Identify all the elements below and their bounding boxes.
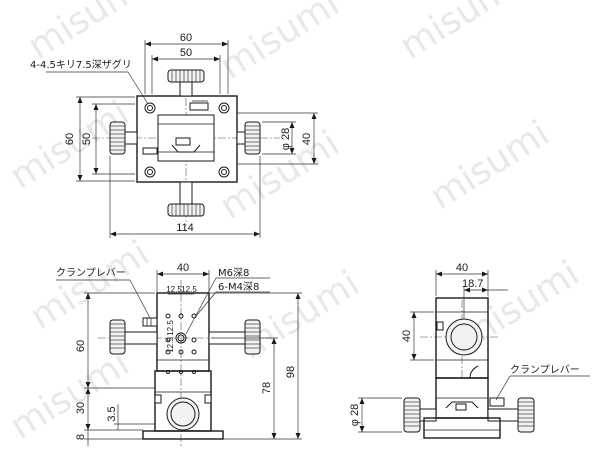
front-dim-3-5: 3.5	[106, 406, 118, 421]
watermark: misumi	[213, 0, 346, 88]
dovetail-guide	[171, 144, 201, 153]
dim-knob-diameter: φ 28	[280, 128, 292, 150]
side-base	[423, 417, 501, 439]
side-clamp-lever	[489, 397, 505, 407]
front-base	[142, 430, 224, 440]
front-dim-78: 78	[261, 382, 273, 394]
front-clamp-label: クランプレバー	[56, 267, 126, 279]
left-clamp-lever	[142, 147, 158, 155]
front-dim-98: 98	[285, 366, 297, 378]
top-knob-shaft	[179, 81, 193, 97]
watermark: misumi	[423, 113, 556, 218]
side-dim-40-top: 40	[456, 262, 468, 274]
pitch-12-5-b: 12.5	[181, 285, 197, 294]
top-knob	[167, 69, 205, 83]
mounting-holes	[144, 102, 230, 178]
side-clamp-label: クランプレバー	[510, 364, 580, 376]
dim-60-left: 60	[64, 133, 76, 145]
dim-40-right: 40	[301, 133, 313, 145]
left-knob-shaft	[124, 131, 138, 145]
front-dim-60: 60	[75, 340, 87, 352]
watermark: misumi	[3, 343, 136, 448]
front-lower-knob	[166, 397, 200, 431]
hole-callout: 4-4.5キリ7.5深ザグリ	[30, 58, 132, 71]
side-left-knob	[403, 397, 421, 433]
side-dim-knob-diameter: φ 28	[349, 404, 361, 426]
pitch-12-5-v: 12.5	[166, 320, 175, 336]
front-view: 40 12.5 12.5 12.5 12.5 M6深8 6-M4深8 クランプレ…	[56, 262, 302, 446]
top-view: 60 50 60 50 φ 28 40 114	[30, 32, 318, 238]
dim-60-top: 60	[180, 32, 192, 44]
dim-50-left: 50	[81, 133, 93, 145]
dim-50-top: 50	[180, 47, 192, 59]
front-left-knob	[109, 319, 126, 355]
pitch-12-5-a: 12.5	[166, 285, 182, 294]
side-dim-18-7: 18.7	[462, 278, 483, 290]
front-dim-40: 40	[177, 262, 189, 274]
top-clamp-lever	[189, 102, 209, 111]
front-dim-30: 30	[75, 402, 87, 414]
front-upper-carriage	[156, 292, 210, 372]
dim-114: 114	[176, 222, 194, 234]
bottom-knob-shaft	[179, 181, 193, 205]
side-view: 40 18.7 40 φ 28 クランプレバー	[349, 262, 590, 439]
front-right-knob	[244, 319, 261, 355]
thread-m6-label: M6深8	[218, 267, 249, 279]
bottom-knob	[167, 203, 205, 217]
right-knob-shaft	[236, 131, 246, 145]
front-clamp-lever	[142, 317, 158, 327]
watermark: misumi	[21, 0, 154, 68]
side-dim-40-left: 40	[401, 330, 413, 342]
pitch-12-5-v2: 12.5	[166, 337, 175, 353]
watermark: misumi	[23, 233, 156, 338]
side-right-knob	[517, 397, 535, 433]
thread-m4-label: 6-M4深8	[218, 281, 259, 293]
watermark: misumi	[393, 0, 526, 68]
front-dim-8: 8	[75, 434, 87, 440]
